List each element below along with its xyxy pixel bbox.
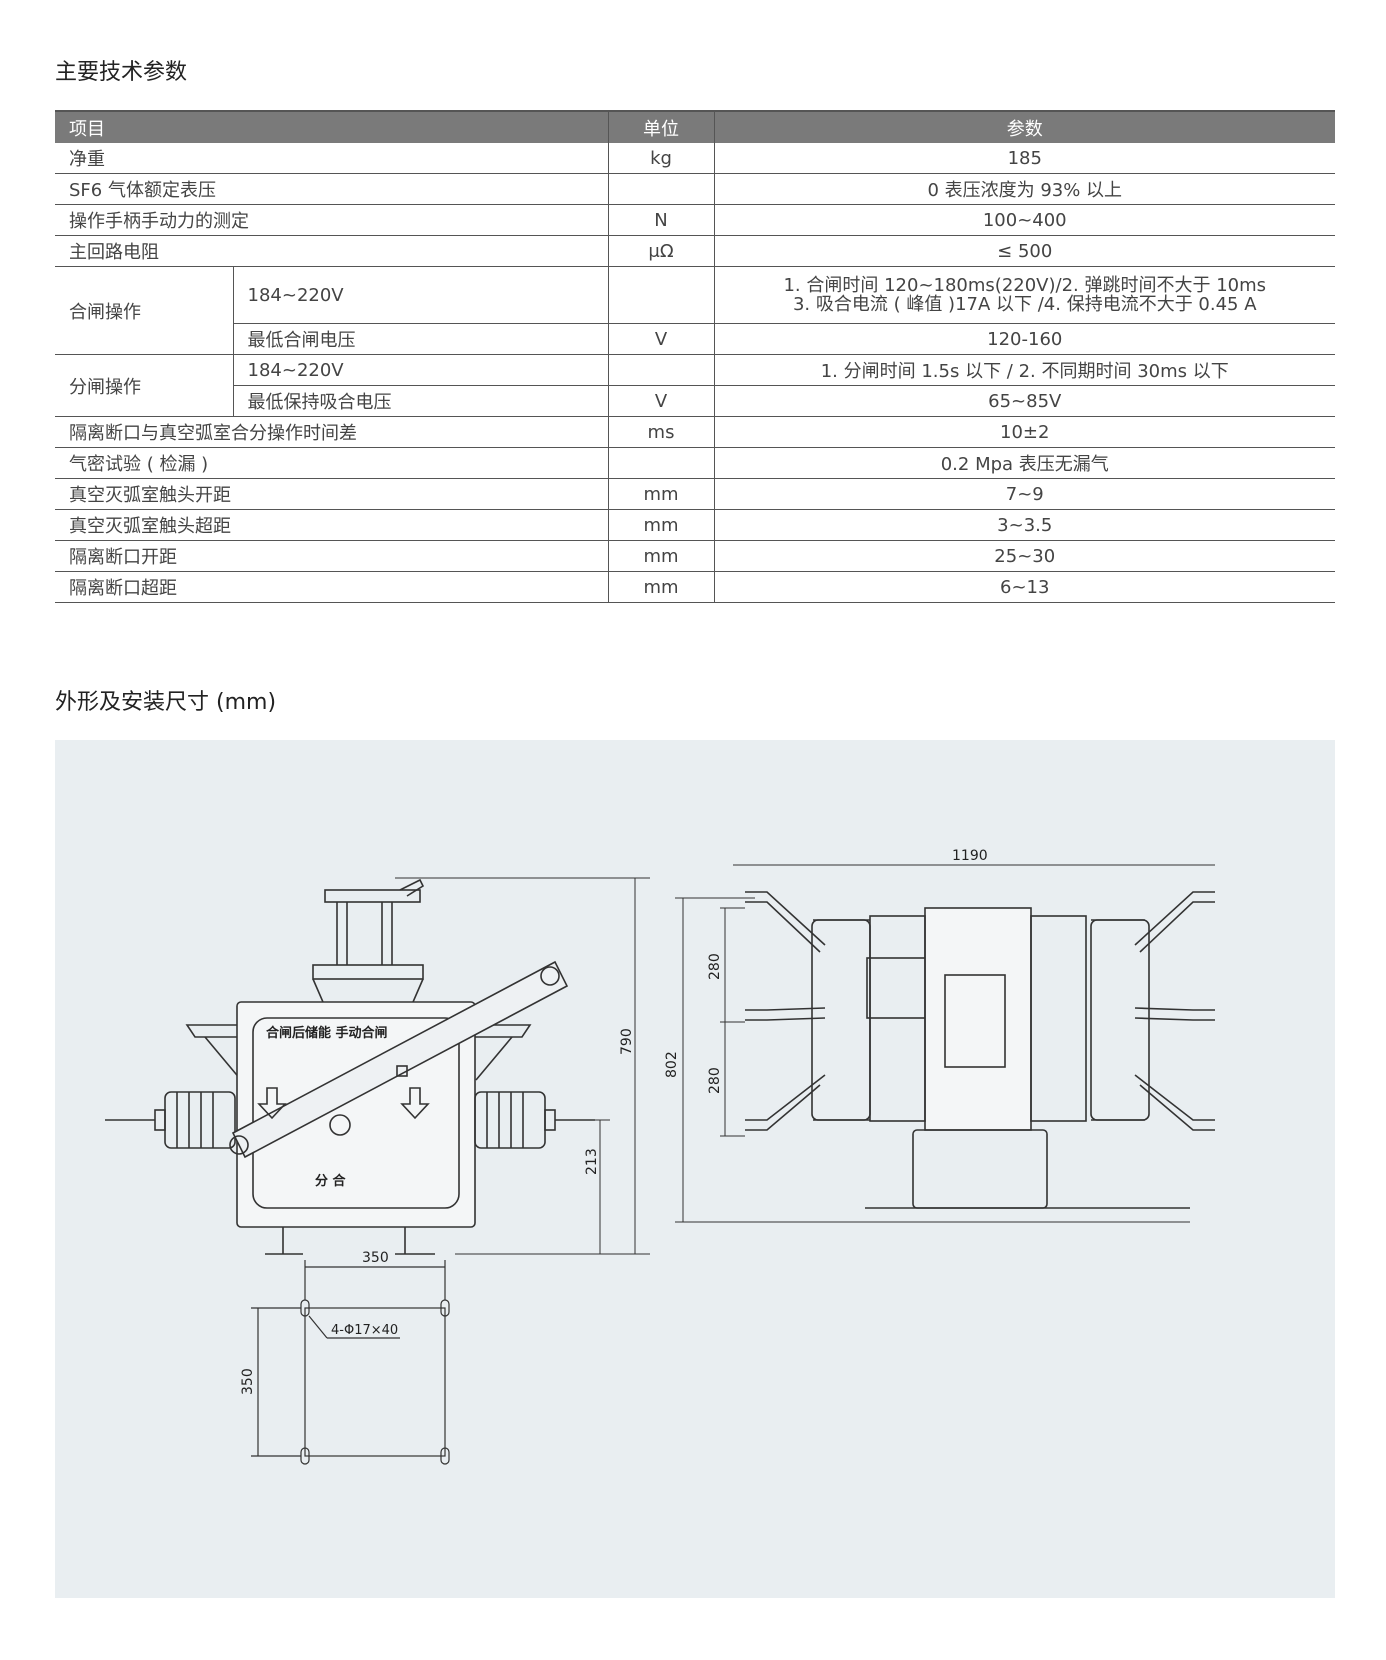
table-header-row: 项目 单位 参数 — [55, 110, 1335, 143]
front-view — [105, 878, 595, 1255]
opening-label: 分闸操作 — [55, 354, 234, 417]
row-unit: kg — [608, 143, 715, 174]
row-value: ≤ 500 — [714, 235, 1335, 267]
row-unit: mm — [608, 571, 715, 603]
row-item: 主回路电阻 — [55, 235, 609, 267]
side-width-dim: 1190 — [952, 848, 988, 864]
table-row: 操作手柄手动力的测定 N 100~400 — [55, 204, 1335, 236]
side-spacing-bottom: 280 — [707, 1067, 723, 1094]
table-row: 隔离断口与真空弧室合分操作时间差 ms 10±2 — [55, 416, 1335, 448]
row-item: 184~220V — [233, 266, 609, 324]
operating-lever — [231, 960, 569, 1159]
table-row: SF6 气体额定表压 0 表压浓度为 93% 以上 — [55, 173, 1335, 205]
row-item: 真空灭弧室触头超距 — [55, 509, 609, 541]
row-item: 隔离断口超距 — [55, 571, 609, 603]
spec-section-title: 主要技术参数 — [55, 60, 188, 85]
row-value: 100~400 — [714, 204, 1335, 236]
row-value: 65~85V — [714, 385, 1335, 417]
row-value: 120-160 — [714, 323, 1335, 355]
row-item: 净重 — [55, 143, 609, 174]
row-unit: mm — [608, 509, 715, 541]
insulator-right — [474, 1091, 546, 1149]
arrow-down-right-icon — [400, 1087, 430, 1120]
table-row: 最低合闸电压 V 120-160 — [55, 323, 1335, 355]
row-unit: V — [608, 385, 715, 417]
row-value: 1. 合闸时间 120~180ms(220V)/2. 弹跳时间不大于 10ms … — [714, 266, 1335, 324]
mount-height-dim: 350 — [240, 1368, 256, 1395]
row-item: 最低保持吸合电压 — [233, 385, 609, 417]
header-unit: 单位 — [608, 110, 715, 143]
insulator-left — [164, 1091, 236, 1149]
row-item: 最低合闸电压 — [233, 323, 609, 355]
table-row: 隔离断口超距 mm 6~13 — [55, 571, 1335, 603]
mount-width-dim: 350 — [362, 1250, 389, 1266]
row-item: 真空灭弧室触头开距 — [55, 478, 609, 510]
row-unit — [608, 447, 715, 479]
table-row: 气密试验 ( 检漏 ) 0.2 Mpa 表压无漏气 — [55, 447, 1335, 479]
row-unit — [608, 266, 715, 324]
row-unit: ms — [608, 416, 715, 448]
row-value: 3~3.5 — [714, 509, 1335, 541]
side-spacing-top: 280 — [707, 953, 723, 980]
table-row: 真空灭弧室触头超距 mm 3~3.5 — [55, 509, 1335, 541]
side-view — [745, 891, 1215, 1209]
dimension-drawing-panel: 合闸后储能 手动合闸 分 合 790 213 — [55, 740, 1335, 1598]
row-value: 0.2 Mpa 表压无漏气 — [714, 447, 1335, 479]
row-unit: N — [608, 204, 715, 236]
mount-hole — [440, 1447, 450, 1465]
mount-view — [251, 1260, 450, 1465]
side-mount-plate — [924, 907, 1032, 1131]
closing-value-line-1: 1. 合闸时间 120~180ms(220V)/2. 弹跳时间不大于 10ms — [783, 275, 1267, 296]
top-bracket — [324, 889, 421, 903]
row-unit: V — [608, 323, 715, 355]
table-row: 主回路电阻 μΩ ≤ 500 — [55, 235, 1335, 267]
row-value: 0 表压浓度为 93% 以上 — [714, 173, 1335, 205]
row-value: 1. 分闸时间 1.5s 以下 / 2. 不同期时间 30ms 以下 — [714, 354, 1335, 386]
row-item: 隔离断口开距 — [55, 540, 609, 572]
row-item: 隔离断口与真空弧室合分操作时间差 — [55, 416, 609, 448]
row-unit — [608, 173, 715, 205]
table-row: 净重 kg 185 — [55, 143, 1335, 174]
table-row: 合闸操作 184~220V 1. 合闸时间 120~180ms(220V)/2.… — [55, 266, 1335, 355]
table-row: 最低保持吸合电压 V 65~85V — [55, 385, 1335, 417]
closing-value-line-2: 3. 吸合电流 ( 峰值 )17A 以下 /4. 保持电流不大于 0.45 A — [792, 294, 1257, 315]
mount-hole-note: 4-Φ17×40 — [331, 1323, 398, 1338]
row-item: SF6 气体额定表压 — [55, 173, 609, 205]
panel-label: 合闸后储能 手动合闸 — [266, 1025, 388, 1041]
switch-label: 分 合 — [315, 1173, 347, 1189]
row-value: 7~9 — [714, 478, 1335, 510]
row-unit: μΩ — [608, 235, 715, 267]
dimension-section-title: 外形及安装尺寸 (mm) — [55, 690, 277, 715]
dimension-drawing: 合闸后储能 手动合闸 分 合 790 213 — [105, 848, 1215, 1465]
front-height-dim: 790 — [619, 1028, 635, 1055]
table-row: 真空灭弧室触头开距 mm 7~9 — [55, 478, 1335, 510]
closing-label: 合闸操作 — [55, 266, 234, 355]
row-item: 184~220V — [233, 354, 609, 386]
row-item: 气密试验 ( 检漏 ) — [55, 447, 609, 479]
table-row: 隔离断口开距 mm 25~30 — [55, 540, 1335, 572]
row-value: 6~13 — [714, 571, 1335, 603]
row-unit: mm — [608, 540, 715, 572]
row-value: 25~30 — [714, 540, 1335, 572]
front-dimensions — [395, 877, 650, 1255]
front-base-dim: 213 — [584, 1148, 600, 1175]
header-item: 项目 — [55, 110, 609, 143]
header-value: 参数 — [714, 110, 1335, 143]
row-value: 185 — [714, 143, 1335, 174]
arrow-down-left-icon — [257, 1087, 287, 1120]
spec-table: 项目 单位 参数 净重 kg 185 SF6 气体额定表压 0 表压浓度为 93… — [55, 110, 1335, 603]
row-unit: mm — [608, 478, 715, 510]
row-value: 10±2 — [714, 416, 1335, 448]
table-row: 分闸操作 184~220V 1. 分闸时间 1.5s 以下 / 2. 不同期时间… — [55, 354, 1335, 417]
side-dimensions — [675, 864, 1215, 1223]
side-lower-housing — [912, 1129, 1048, 1209]
side-height-dim: 802 — [664, 1051, 680, 1078]
row-item: 操作手柄手动力的测定 — [55, 204, 609, 236]
front-panel — [252, 1017, 460, 1209]
row-unit — [608, 354, 715, 386]
